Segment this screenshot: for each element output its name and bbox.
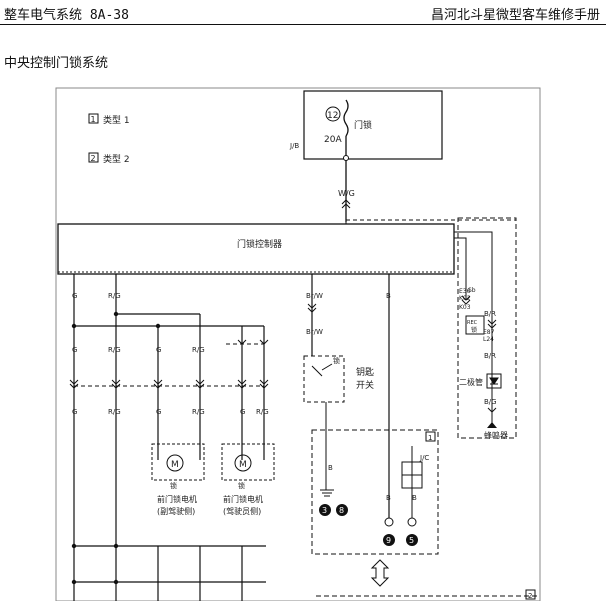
wire-labels: G R/G G R/G G R/G G R/G G R/G G R/G Br/W… xyxy=(72,292,417,502)
ground-points: 3 8 9 5 xyxy=(319,489,418,546)
buzzer-label: 蜂鸣器 xyxy=(484,430,508,440)
wire-br-1: B/R xyxy=(484,310,496,318)
conn-e87: E87 xyxy=(483,329,495,336)
wire-g-2: G xyxy=(72,346,77,354)
wire-b-3: B xyxy=(328,464,333,472)
motor-passenger: M 锁 前门锁电机 (副驾驶侧) xyxy=(151,443,205,516)
ground-5: 5 xyxy=(409,536,414,545)
key-switch: 锁 钥匙 开关 xyxy=(303,355,374,490)
door-lock-controller: 门锁控制器 xyxy=(57,223,455,275)
type-box-marker: 1 xyxy=(428,434,432,442)
legend-type2-label: 类型 2 xyxy=(103,153,130,165)
header-rule xyxy=(0,24,606,25)
key-switch-label-1: 钥匙 xyxy=(356,366,374,378)
legend-type2-box xyxy=(88,152,99,163)
relay-label: REC xyxy=(467,320,478,326)
lower-wiring xyxy=(73,274,390,601)
wire-rg-3: R/G xyxy=(192,346,205,354)
wire-g-5: G xyxy=(156,408,161,416)
fuse-number: 12 xyxy=(327,111,338,121)
motor-symbol-2: M xyxy=(239,460,247,470)
conn-sb: Sb xyxy=(468,287,476,294)
fuse-box: 12 门锁 20A J/B W/G xyxy=(289,90,443,222)
controller-label: 门锁控制器 xyxy=(237,238,282,250)
wire-g-4: G xyxy=(72,408,77,416)
motor-lock-2: 锁 xyxy=(238,481,245,490)
fuse-box-label: J/B xyxy=(289,142,299,150)
fuse-number-circle xyxy=(325,106,341,122)
fuse-rating: 20A xyxy=(324,135,342,145)
relay-box xyxy=(465,315,485,335)
ground-8: 8 xyxy=(339,506,344,515)
junction-connector: J/C xyxy=(401,446,429,518)
motor-name-2: 前门锁电机 xyxy=(223,494,263,504)
legend-type1-label: 类型 1 xyxy=(103,114,130,126)
key-switch-box xyxy=(303,355,345,403)
fuse-symbol xyxy=(343,99,349,137)
relay-sub: 锁 xyxy=(471,326,477,334)
wire-g-1: G xyxy=(72,292,77,300)
ground-3: 3 xyxy=(322,506,327,515)
fuse-label: 门锁 xyxy=(354,119,372,131)
right-connectors: E36 K02 K03 Sb REC 锁 B/R E87 L24 B/R 二极管… xyxy=(459,258,508,440)
junction-block xyxy=(303,90,443,160)
legend-type2-num: 2 xyxy=(91,154,96,163)
diode-label: 二极管 xyxy=(459,377,483,387)
header-left: 整车电气系统 8A-38 xyxy=(4,8,129,23)
wire-bg: B/G xyxy=(484,398,497,406)
buzzer-symbol xyxy=(487,422,497,428)
double-arrow-icon xyxy=(370,559,390,587)
wire-b-2: B xyxy=(386,494,391,502)
motor-symbol-1: M xyxy=(171,460,179,470)
wire-rg-4: R/G xyxy=(108,408,121,416)
wire-b-1: B xyxy=(386,292,391,300)
ground-9: 9 xyxy=(386,536,391,545)
bottom-box-marker: 2 xyxy=(528,592,532,600)
key-switch-contact: 锁 xyxy=(333,356,340,365)
header-right: 昌河北斗星微型客车维修手册 xyxy=(430,8,600,23)
wire-label-wg: W/G xyxy=(338,189,355,198)
wire-g-3: G xyxy=(156,346,161,354)
conn-l24: L24 xyxy=(483,336,494,343)
wire-rg-5: R/G xyxy=(192,408,205,416)
wire-rg-1: R/G xyxy=(108,292,121,300)
controller-box xyxy=(57,223,455,275)
motor-side-2: (驾驶员侧) xyxy=(223,506,261,516)
key-switch-label-2: 开关 xyxy=(356,379,374,391)
section-title: 中央控制门锁系统 xyxy=(4,56,109,71)
wire-rg-6: R/G xyxy=(256,408,269,416)
wire-brw-1: Br/W xyxy=(306,292,323,300)
legend-type1-box xyxy=(88,113,99,124)
wire-b-4: B xyxy=(412,494,417,502)
motor-driver: M 锁 前门锁电机 (驾驶员侧) xyxy=(221,443,275,516)
wire-brw-2: Br/W xyxy=(306,328,323,336)
diagram-frame xyxy=(55,87,541,601)
wire-rg-2: R/G xyxy=(108,346,121,354)
type1-lower-box xyxy=(311,429,439,555)
jc-label: J/C xyxy=(419,454,429,462)
legend: 1 类型 1 2 类型 2 xyxy=(88,113,130,165)
connector-chevrons xyxy=(69,303,317,389)
wire-br-2: B/R xyxy=(484,352,496,360)
motor-lock-1: 锁 xyxy=(170,481,177,490)
legend-type1-num: 1 xyxy=(91,115,96,124)
type1-option-box xyxy=(457,217,517,439)
wire-g-6: G xyxy=(240,408,245,416)
motor-side-1: (副驾驶侧) xyxy=(157,506,195,516)
conn-e36: E36 xyxy=(459,288,471,295)
conn-k03: K03 xyxy=(459,304,471,311)
motor-name-1: 前门锁电机 xyxy=(157,494,197,504)
diode-box xyxy=(486,373,502,389)
